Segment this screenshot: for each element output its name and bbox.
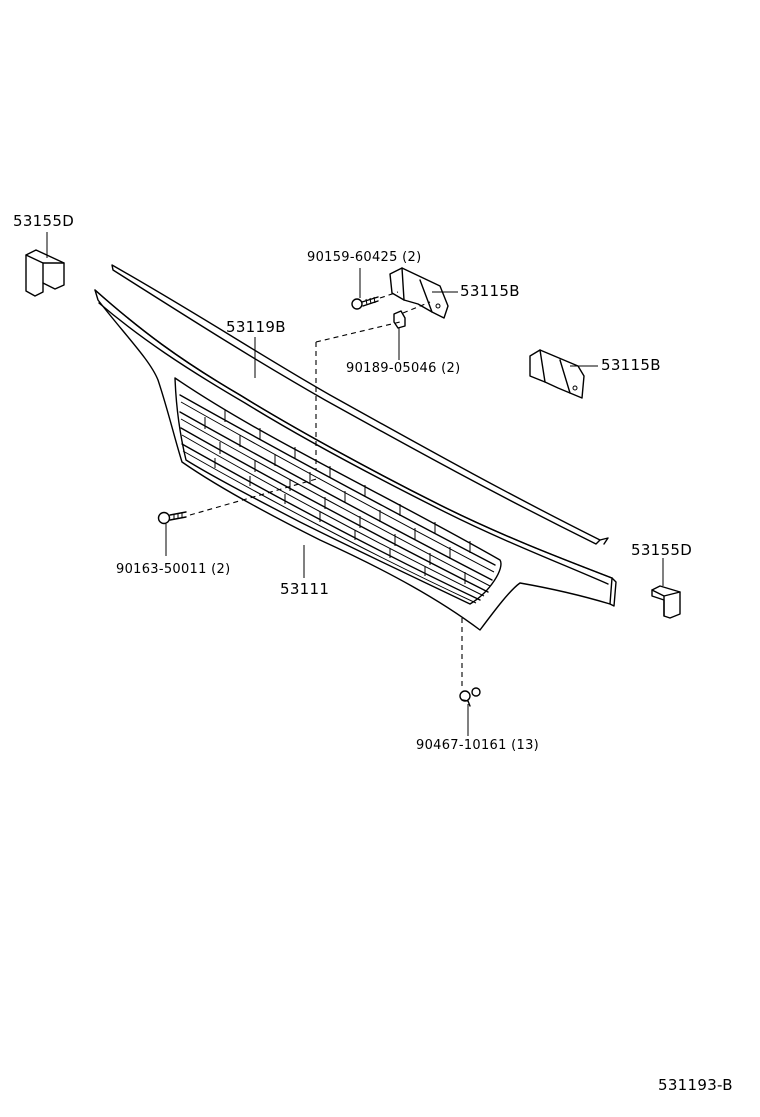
diagram-code: 531193-B — [658, 1076, 733, 1094]
screw-upper-part[interactable] — [351, 291, 399, 310]
label-grille[interactable]: 53111 — [280, 580, 330, 598]
nut-clip-part[interactable] — [393, 301, 431, 329]
clip-bottom-part[interactable] — [459, 687, 481, 707]
moulding-part[interactable] — [111, 264, 601, 545]
label-screw-left[interactable]: 90163-50011 (2) — [116, 562, 231, 577]
grille-part[interactable] — [94, 289, 617, 631]
label-screw-upper[interactable]: 90159-60425 (2) — [307, 250, 422, 265]
bumper-end-left-part[interactable] — [25, 249, 65, 297]
bracket-upper-part[interactable] — [389, 267, 449, 319]
label-bumper-end-left[interactable]: 53155D — [13, 212, 75, 230]
bumper-end-right-part[interactable] — [651, 585, 681, 619]
label-bracket-upper[interactable]: 53115B — [460, 282, 520, 300]
screw-left-part[interactable] — [157, 511, 187, 525]
label-bracket-right[interactable]: 53115B — [601, 356, 661, 374]
label-moulding[interactable]: 53119B — [226, 318, 286, 336]
install-line-nut — [315, 321, 401, 343]
label-nut-clip[interactable]: 90189-05046 (2) — [346, 361, 461, 376]
label-clip-bottom[interactable]: 90467-10161 (13) — [416, 738, 540, 753]
label-bumper-end-right[interactable]: 53155D — [631, 541, 693, 559]
install-line-left-screw — [189, 477, 321, 516]
bracket-right-part[interactable] — [529, 349, 585, 399]
